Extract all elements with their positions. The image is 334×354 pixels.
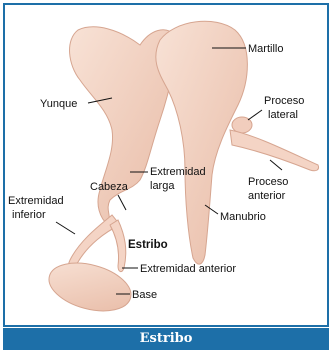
label-proceso-lateral-1: Proceso <box>264 95 304 107</box>
figure-caption: Estribo <box>3 328 329 350</box>
proceso-lateral-leader <box>248 110 262 120</box>
stapes-crus-posterior <box>69 215 120 267</box>
label-manubrio: Manubrio <box>220 211 266 223</box>
label-yunque: Yunque <box>40 98 77 110</box>
label-proceso-anterior-1: Proceso <box>248 176 288 188</box>
label-proceso-anterior-2: anterior <box>248 190 286 202</box>
label-proceso-lateral-2: lateral <box>268 109 298 121</box>
label-extremidad-inferior-1: Extremidad <box>8 195 64 207</box>
label-estribo: Estribo <box>128 239 168 251</box>
proceso-anterior-leader <box>270 160 282 170</box>
label-extremidad-larga-1: Extremidad <box>150 166 206 178</box>
stapes-crus-anterior <box>110 220 126 272</box>
label-extremidad-inferior-2: inferior <box>12 209 46 221</box>
label-extremidad-anterior: Extremidad anterior <box>140 263 236 275</box>
extremidad-inferior-leader <box>56 222 75 234</box>
label-martillo: Martillo <box>248 43 283 55</box>
anterior-process-bone <box>230 130 319 171</box>
label-base: Base <box>132 289 157 301</box>
label-cabeza: Cabeza <box>90 181 129 193</box>
cabeza-leader <box>118 195 126 210</box>
label-extremidad-larga-2: larga <box>150 180 175 192</box>
